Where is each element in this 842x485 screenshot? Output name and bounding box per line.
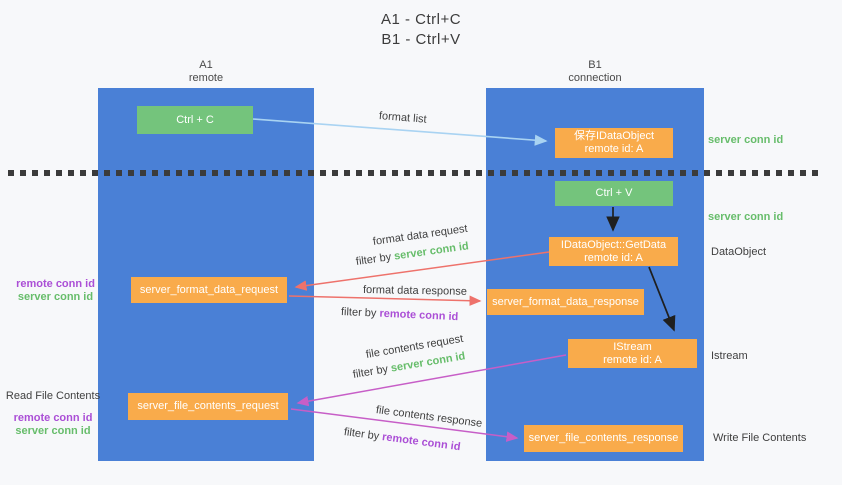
left-remote-conn-id-1: remote conn id	[16, 278, 95, 290]
node-ctrl-v: Ctrl + V	[555, 181, 673, 206]
label-remote-conn-id-text-1: remote conn id	[379, 307, 459, 324]
label-filter-by-text-4: filter by	[343, 426, 380, 443]
left-server-conn-id-1: server conn id	[17, 291, 94, 303]
label-format-data-response: format data response	[362, 284, 468, 298]
left-annotation-file: Read File Contents remote conn id server…	[2, 390, 104, 438]
side-label-server-conn-id-top: server conn id	[708, 134, 784, 146]
label-filter-by-text-3: filter by	[352, 363, 389, 381]
diagram-title-line1: A1 - Ctrl+C	[380, 11, 462, 28]
left-server-conn-id-2: server conn id	[15, 425, 91, 437]
node-ctrl-c-label: Ctrl + C	[176, 113, 214, 126]
side-label-istream: Istream	[711, 350, 748, 362]
node-file-response-label: server_file_contents_response	[528, 432, 679, 444]
column-a1-subtitle: remote	[188, 72, 224, 84]
side-label-dataobject: DataObject	[711, 246, 767, 258]
label-file-contents-response: file contents response	[375, 404, 483, 430]
label-filter-by-text-2: filter by	[340, 306, 377, 320]
node-format-request-label: server_format_data_request	[139, 283, 279, 296]
node-getdata-line1: IDataObject::GetData	[560, 238, 667, 251]
left-remote-conn-id-2: remote conn id	[13, 412, 93, 424]
node-server-file-contents-request: server_file_contents_request	[128, 393, 288, 420]
left-read-file-contents: Read File Contents	[5, 390, 101, 402]
column-b1-subtitle: connection	[568, 72, 622, 84]
node-istream-line1: IStream	[613, 340, 652, 353]
node-ctrl-v-label: Ctrl + V	[595, 187, 633, 199]
node-istream: IStream remote id: A	[568, 339, 697, 368]
node-format-response-label: server_format_data_response	[492, 295, 639, 308]
dotted-divider	[8, 170, 824, 176]
label-format-list: format list	[378, 110, 428, 126]
node-ctrl-c: Ctrl + C	[137, 106, 253, 134]
side-label-write-file-contents: Write File Contents	[713, 432, 807, 444]
label-filter-by-remote-conn-id-1: filter by remote conn id	[341, 306, 459, 323]
column-a1-name: A1	[199, 59, 213, 71]
label-remote-conn-id-text-2: remote conn id	[381, 431, 462, 454]
label-filter-by-server-conn-id-1: filter by server conn id	[355, 240, 469, 268]
node-server-file-contents-response: server_file_contents_response	[524, 425, 683, 452]
side-label-server-conn-id-mid: server conn id	[708, 211, 784, 223]
node-save-idataobject-line2: remote id: A	[584, 143, 644, 155]
node-istream-line2: remote id: A	[603, 353, 662, 366]
diagram-title: A1 - Ctrl+C B1 - Ctrl+V	[0, 10, 842, 50]
column-header-a1: A1 remote	[98, 59, 314, 85]
node-getdata-line2: remote id: A	[584, 251, 643, 264]
node-server-format-data-response: server_format_data_response	[487, 289, 644, 315]
label-filter-by-text-1: filter by	[355, 251, 392, 268]
node-server-format-data-request: server_format_data_request	[131, 277, 287, 303]
column-b1-name: B1	[588, 59, 602, 71]
diagram-title-line2: B1 - Ctrl+V	[381, 31, 461, 48]
node-save-idataobject-line1: 保存IDataObject	[573, 130, 655, 142]
node-save-idataobject: 保存IDataObject remote id: A	[555, 128, 673, 158]
left-annotation-format: remote conn id server conn id	[8, 278, 103, 304]
node-idataobject-getdata: IDataObject::GetData remote id: A	[549, 237, 678, 266]
node-file-request-label: server_file_contents_request	[137, 400, 279, 412]
label-filter-by-remote-conn-id-2: filter by remote conn id	[343, 426, 461, 453]
column-header-b1: B1 connection	[486, 59, 704, 85]
